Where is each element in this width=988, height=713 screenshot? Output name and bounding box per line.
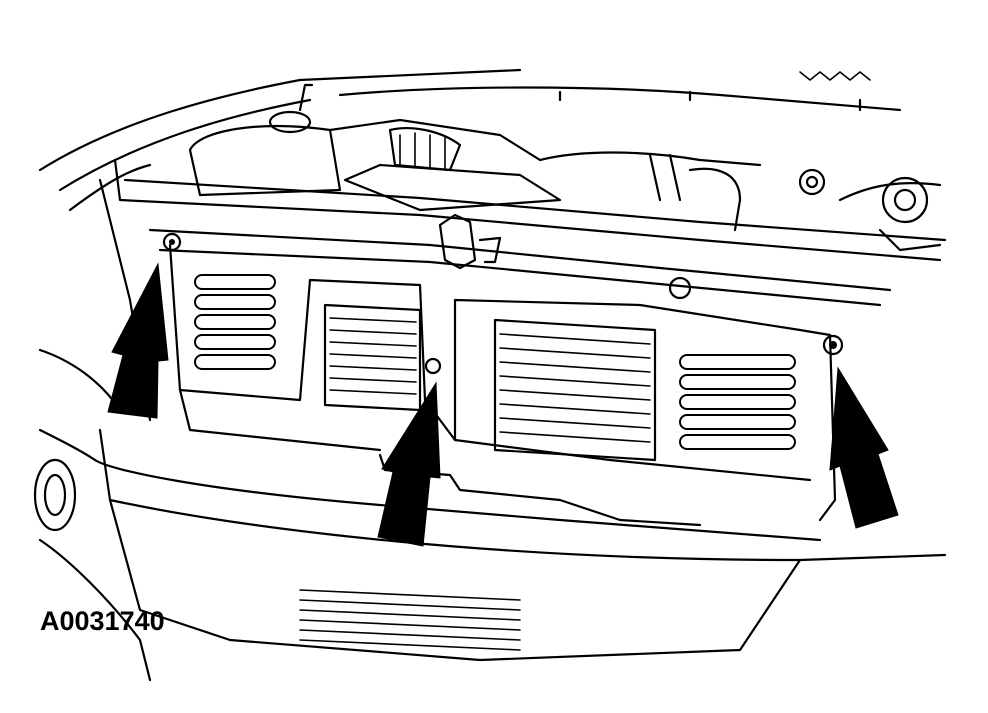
figure-id-label: A0031740 [40, 606, 165, 636]
front-bumper [93, 428, 947, 662]
fastener-right [822, 334, 844, 356]
fender-and-hood-outline [38, 68, 522, 682]
radiator-core-right [493, 318, 657, 462]
lower-bumper-grille [299, 589, 521, 651]
callout-arrow-left [107, 262, 169, 419]
callout-arrow-center [377, 381, 441, 547]
radiator-core-left [323, 303, 422, 412]
grille-opening-panel [168, 243, 837, 522]
engine-compartment [188, 70, 942, 252]
fastener-center [424, 357, 442, 375]
fog-lamp [33, 458, 77, 532]
right-vent-slots [679, 354, 796, 450]
radiator-support-upper [113, 158, 947, 307]
fastener-left [162, 232, 182, 252]
left-vent-slots [194, 274, 276, 370]
callout-arrow-right [829, 366, 899, 529]
